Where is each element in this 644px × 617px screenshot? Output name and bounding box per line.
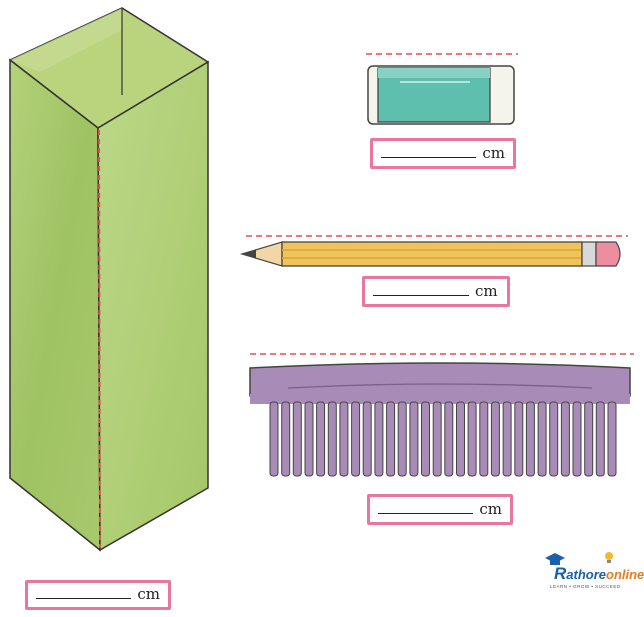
comb-answer-blank[interactable] [378, 512, 474, 514]
comb-answer-box[interactable]: cm [367, 494, 513, 525]
comb-tooth [490, 401, 500, 477]
pencil-answer-box[interactable]: cm [362, 276, 510, 307]
light-bulb-icon [605, 552, 613, 563]
logo-wordmark: Rathoreonline [554, 564, 644, 583]
comb-tooth [304, 401, 314, 477]
comb-tooth [421, 401, 430, 477]
comb-tooth [549, 401, 559, 477]
comb-tooth [409, 401, 419, 477]
comb-tooth [502, 401, 512, 477]
comb-tooth [607, 401, 617, 477]
carton-answer-blank[interactable] [36, 597, 132, 599]
comb-tooth [432, 401, 442, 477]
graduation-cap-icon [545, 553, 565, 565]
comb-tooth [560, 401, 570, 477]
comb-tooth [339, 401, 349, 477]
comb-tooth [351, 401, 361, 477]
eraser-illustration [366, 53, 518, 125]
pencil-unit-label: cm [475, 282, 498, 300]
comb-tooth [281, 401, 291, 477]
comb-tooth [514, 401, 524, 477]
comb-tooth [444, 401, 454, 477]
comb-tooth [467, 401, 477, 477]
comb-tooth [525, 401, 535, 477]
comb-tooth [584, 401, 594, 477]
pencil-illustration [239, 235, 628, 267]
logo-tagline: LEARN • GROW • SUCCEED [550, 584, 621, 589]
comb-tooth [595, 401, 605, 477]
eraser-answer-box[interactable]: cm [370, 138, 516, 169]
comb-tooth [572, 401, 582, 477]
carton-unit-label: cm [137, 585, 160, 603]
comb-tooth [269, 401, 279, 477]
eraser-unit-label: cm [482, 144, 505, 162]
comb-tooth [292, 401, 302, 477]
comb-tooth [374, 401, 384, 477]
comb-tooth [316, 401, 326, 477]
comb-tooth [327, 401, 337, 477]
comb-tooth [362, 401, 372, 477]
comb-tooth [537, 401, 547, 477]
comb-tooth [397, 401, 407, 477]
comb-tooth [479, 401, 489, 477]
carton-illustration [8, 7, 210, 552]
rathore-online-logo: Rathoreonline LEARN • GROW • SUCCEED [540, 548, 644, 598]
comb-illustration [249, 353, 634, 477]
carton-answer-box[interactable]: cm [25, 580, 171, 610]
pencil-answer-blank[interactable] [373, 294, 469, 296]
comb-unit-label: cm [479, 500, 502, 518]
eraser-answer-blank[interactable] [381, 156, 477, 158]
comb-tooth [386, 401, 396, 477]
carton-guide-line [98, 129, 101, 549]
comb-tooth [456, 401, 465, 477]
